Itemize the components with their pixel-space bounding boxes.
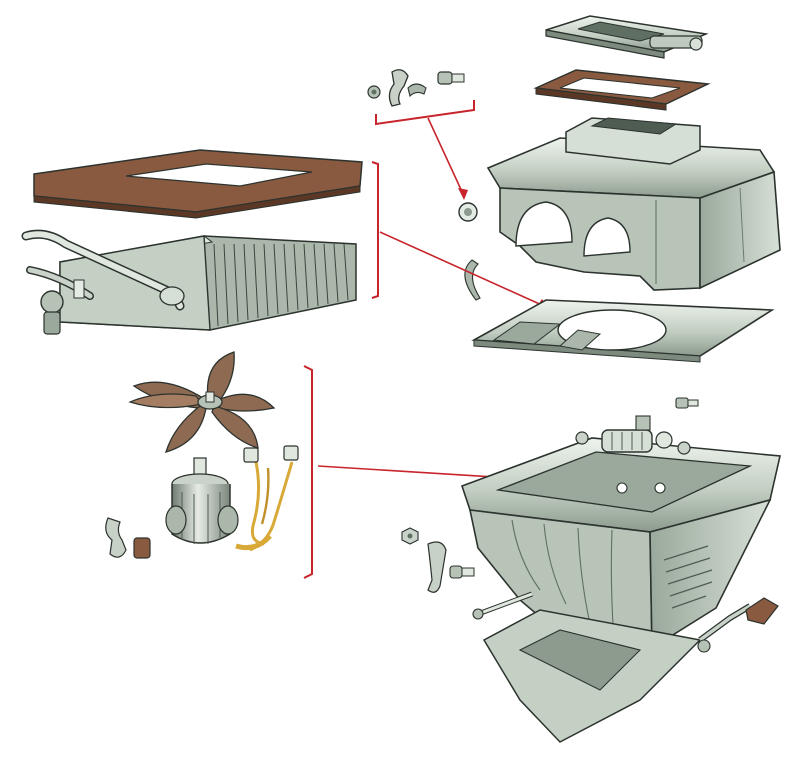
arrow-heater-to-plate	[379, 231, 545, 307]
heater-core	[21, 229, 357, 335]
bracket-clips	[375, 100, 475, 126]
bracket-heater	[371, 161, 379, 299]
arrow-clips-to-housing	[427, 117, 465, 197]
fan-motor	[165, 457, 239, 544]
valve-lever	[697, 597, 779, 653]
mounting-plate	[471, 299, 775, 363]
motor-clip-and-block	[105, 517, 151, 559]
motor-wires	[235, 445, 299, 552]
clips-and-screws	[367, 69, 465, 107]
screw-and-nut-small	[401, 397, 699, 593]
fan-impeller	[128, 351, 276, 453]
heater-core-gasket	[33, 149, 363, 219]
bracket-motor	[303, 365, 313, 579]
upper-housing	[458, 117, 781, 301]
arrowhead-clips	[458, 188, 468, 200]
lower-housing	[460, 415, 781, 743]
top-cover-plate	[545, 15, 709, 59]
seal-gasket-top	[533, 69, 711, 111]
